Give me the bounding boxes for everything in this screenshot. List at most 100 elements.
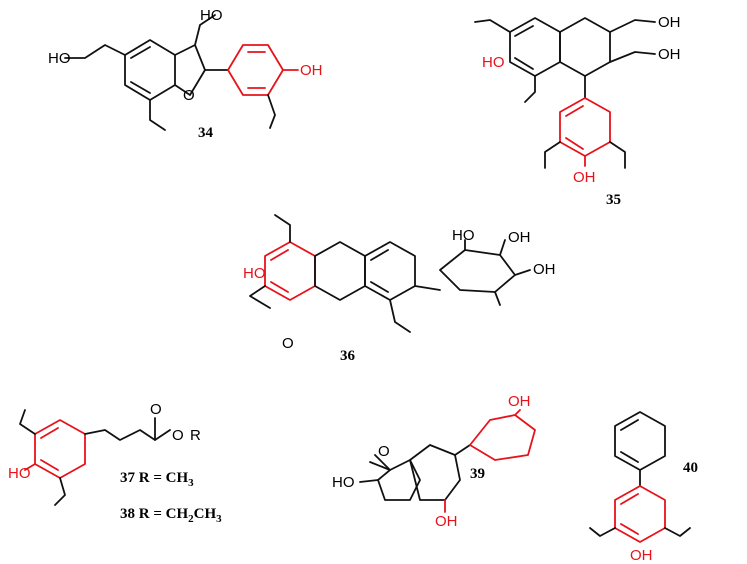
compound-35-oh-2: OH xyxy=(658,46,681,63)
compound-34-ring-o: O xyxy=(183,87,195,104)
compound-36-label: 36 xyxy=(340,348,356,364)
bond xyxy=(270,249,289,261)
compound-36-ho-red: HO xyxy=(243,265,266,282)
bond xyxy=(474,19,511,33)
compound-36-oh-1: OH xyxy=(508,229,531,246)
bond xyxy=(565,105,584,117)
compound-36-carbonyl-o: O xyxy=(282,335,294,352)
bond xyxy=(544,141,561,169)
compound-35-aryl-ring xyxy=(509,17,561,77)
bond xyxy=(620,419,639,431)
compound-34: HO HO O OH 34 xyxy=(48,7,323,141)
bond xyxy=(130,81,151,94)
bond xyxy=(609,51,656,63)
compound-39-ring-o: O xyxy=(378,443,390,460)
compound-37-substituent: R = CH xyxy=(139,470,189,486)
bond xyxy=(54,477,66,506)
bond xyxy=(514,25,534,37)
bond xyxy=(369,461,391,471)
compound-34-ho-chain: HO xyxy=(48,50,71,67)
compound-36-left-ring xyxy=(264,241,316,301)
bond xyxy=(414,285,441,291)
bond xyxy=(664,527,691,537)
bond xyxy=(24,463,36,471)
bond xyxy=(359,479,379,483)
bond xyxy=(514,269,531,276)
compound-38-subscript-2: 3 xyxy=(216,513,222,525)
bond xyxy=(389,299,411,333)
bond xyxy=(620,523,639,535)
compound-39-b-ring xyxy=(469,414,536,461)
compound-38-number: 38 xyxy=(120,506,135,522)
compound-37-38: HO O O R 37 R = CH3 38 R = CH2CH3 xyxy=(8,401,222,525)
bond xyxy=(149,99,166,131)
compound-35-oh-red: OH xyxy=(573,169,596,186)
compound-40-oh-red: OH xyxy=(630,547,653,564)
bond xyxy=(620,493,639,505)
compound-37-38-ho-red: HO xyxy=(8,465,31,482)
compound-40-syringyl-ring xyxy=(614,485,666,543)
compound-34-label: 34 xyxy=(198,125,214,141)
compound-36: HO HO OH OH O 36 xyxy=(243,214,556,364)
bond xyxy=(609,141,626,169)
compound-36-oh-2: OH xyxy=(533,261,556,278)
bond xyxy=(40,427,59,439)
bond xyxy=(84,429,171,441)
bond xyxy=(194,14,216,46)
bond xyxy=(270,281,289,293)
compound-36-ho-sugar: HO xyxy=(452,227,475,244)
bond xyxy=(514,409,521,416)
compound-37-number: 37 xyxy=(120,470,136,486)
bond xyxy=(374,454,391,471)
compound-39-oh-top: OH xyxy=(508,393,531,410)
compound-36-lactone-ring-1 xyxy=(314,241,366,301)
compound-39-oh-red: OH xyxy=(435,513,458,530)
compound-34-oh-red: OH xyxy=(300,62,323,79)
compound-35: OH OH HO OH 35 xyxy=(474,14,681,208)
bond xyxy=(524,75,536,103)
compound-38-subscript-1: 2 xyxy=(188,513,194,525)
bond xyxy=(514,57,534,70)
bond xyxy=(609,19,656,33)
compound-37-subscript: 3 xyxy=(188,477,194,489)
compound-38-label: 38 R = CH2CH3 xyxy=(120,506,222,525)
bond xyxy=(370,249,389,261)
compound-39: HO O OH OH 39 xyxy=(332,393,536,530)
compound-36-right-ring xyxy=(364,241,416,301)
compound-35-label: 35 xyxy=(606,192,621,208)
compound-34-benzene-ring xyxy=(124,39,176,101)
bond xyxy=(19,409,36,435)
compound-39-ho-left: HO xyxy=(332,474,355,491)
compound-39-a-ring xyxy=(409,444,461,501)
bond xyxy=(499,239,506,256)
compound-37-38-carbonyl-o: O xyxy=(150,401,162,418)
compound-37-label: 37 R = CH3 xyxy=(120,470,194,489)
compound-40-phenyl-ring xyxy=(614,411,666,471)
bond xyxy=(370,281,389,293)
compound-35-ho-red: HO xyxy=(482,54,505,71)
bond xyxy=(64,44,126,59)
bond xyxy=(454,444,471,456)
bond xyxy=(620,451,639,463)
compound-38-substituent-2: CH xyxy=(194,506,217,522)
compound-36-sugar-ring xyxy=(439,249,516,293)
compound-39-pyran-ring xyxy=(377,459,421,501)
compound-40: OH 40 xyxy=(589,411,698,564)
compound-37-38-ester-o: O xyxy=(172,427,184,444)
compound-35-syringyl-ring xyxy=(559,97,611,157)
bond xyxy=(40,459,59,471)
bond xyxy=(274,214,291,243)
bond xyxy=(494,291,501,306)
compound-37-38-r: R xyxy=(190,427,201,444)
compound-34-ho-top: HO xyxy=(200,7,223,24)
compound-40-label: 40 xyxy=(683,460,698,476)
compound-39-label: 39 xyxy=(470,466,485,482)
compound-37-38-ring xyxy=(34,419,86,479)
bond xyxy=(249,285,271,309)
compound-35-oh-1: OH xyxy=(658,14,681,31)
bond xyxy=(565,137,584,150)
bond xyxy=(589,527,616,537)
bond xyxy=(130,46,151,59)
bond xyxy=(267,94,276,129)
